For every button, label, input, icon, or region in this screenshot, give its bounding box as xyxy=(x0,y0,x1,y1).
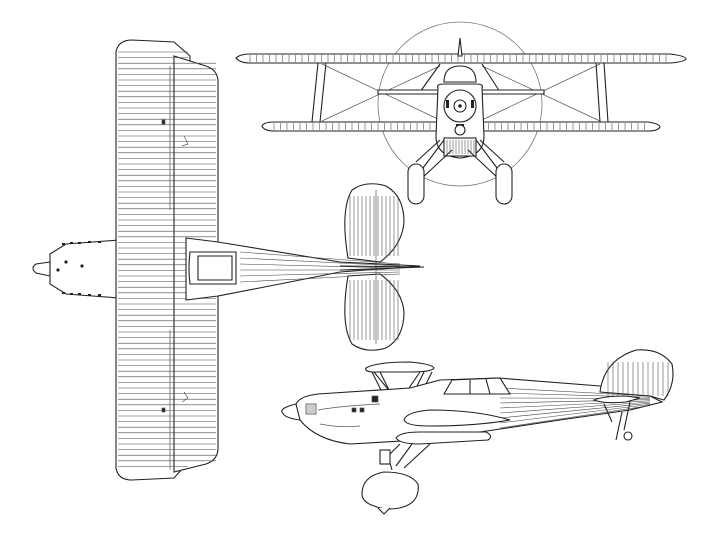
side-fuselage-stringer xyxy=(499,405,651,429)
front-fin xyxy=(457,37,463,57)
side-fuselage-stringer xyxy=(499,402,651,419)
front-oil-cooler xyxy=(454,124,466,136)
side-wing-fairing xyxy=(403,409,511,427)
plan-wing-ribs xyxy=(118,51,216,467)
fuselage-stringer xyxy=(239,271,401,277)
front-propeller-disc xyxy=(377,21,543,187)
front-view xyxy=(235,21,687,205)
side-canopy xyxy=(443,377,511,395)
plan-cowl-fasteners xyxy=(56,241,101,296)
front-wheel-right xyxy=(495,163,513,205)
side-view xyxy=(281,349,674,515)
plan-tailplane-upper xyxy=(344,183,405,263)
plan-fuselage-nose xyxy=(49,239,121,299)
side-tailplane xyxy=(592,395,641,404)
side-lower-wing xyxy=(395,431,492,445)
front-canopy xyxy=(443,65,477,83)
side-canopy-frames xyxy=(469,378,491,395)
side-main-gear xyxy=(379,443,431,471)
side-wheel xyxy=(377,507,391,515)
front-wheel-left xyxy=(407,163,425,205)
side-tail-gear xyxy=(603,401,633,441)
side-fuselage-stringer xyxy=(499,387,651,397)
plan-fuselage-lines xyxy=(239,251,401,283)
front-radiator-lines xyxy=(446,140,475,154)
front-landing-gear-struts xyxy=(415,139,505,181)
fuselage-stringer xyxy=(239,257,401,267)
front-upper-wing xyxy=(235,53,687,64)
plan-cockpit-frame xyxy=(197,255,233,281)
plan-tailplane-lower xyxy=(344,273,405,351)
plan-tail-ribs xyxy=(349,196,399,340)
side-wheel-spat xyxy=(361,471,419,510)
side-cowl-details xyxy=(305,395,381,428)
plan-spinner xyxy=(32,261,51,277)
front-struts xyxy=(311,62,609,123)
side-spinner xyxy=(281,403,301,421)
side-cowl-grille xyxy=(307,405,315,413)
plan-fin-top xyxy=(339,265,425,271)
plan-view xyxy=(32,39,425,481)
front-cabane xyxy=(419,63,501,93)
side-fin-ribs xyxy=(607,362,669,396)
side-fuselage-stringer xyxy=(499,404,651,424)
fuselage-stringer xyxy=(239,251,401,265)
fuselage-stringer xyxy=(239,263,401,269)
front-hub xyxy=(458,104,462,108)
plan-cockpit xyxy=(188,251,237,285)
plan-wing-markings xyxy=(161,66,189,470)
side-upper-wing xyxy=(365,361,435,373)
side-fin xyxy=(599,349,674,401)
side-fuselage-stringer xyxy=(499,401,651,414)
